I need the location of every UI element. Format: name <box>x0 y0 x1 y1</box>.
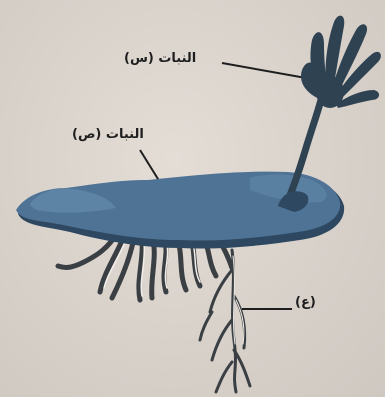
sporophyte-frond <box>301 16 381 108</box>
label-sporophyte: النبات (س) <box>124 52 196 65</box>
label-rhizoid: (ع) <box>295 296 316 309</box>
leader-line-sporophyte <box>222 63 306 78</box>
label-gametophyte: النبات (ص) <box>72 128 144 141</box>
